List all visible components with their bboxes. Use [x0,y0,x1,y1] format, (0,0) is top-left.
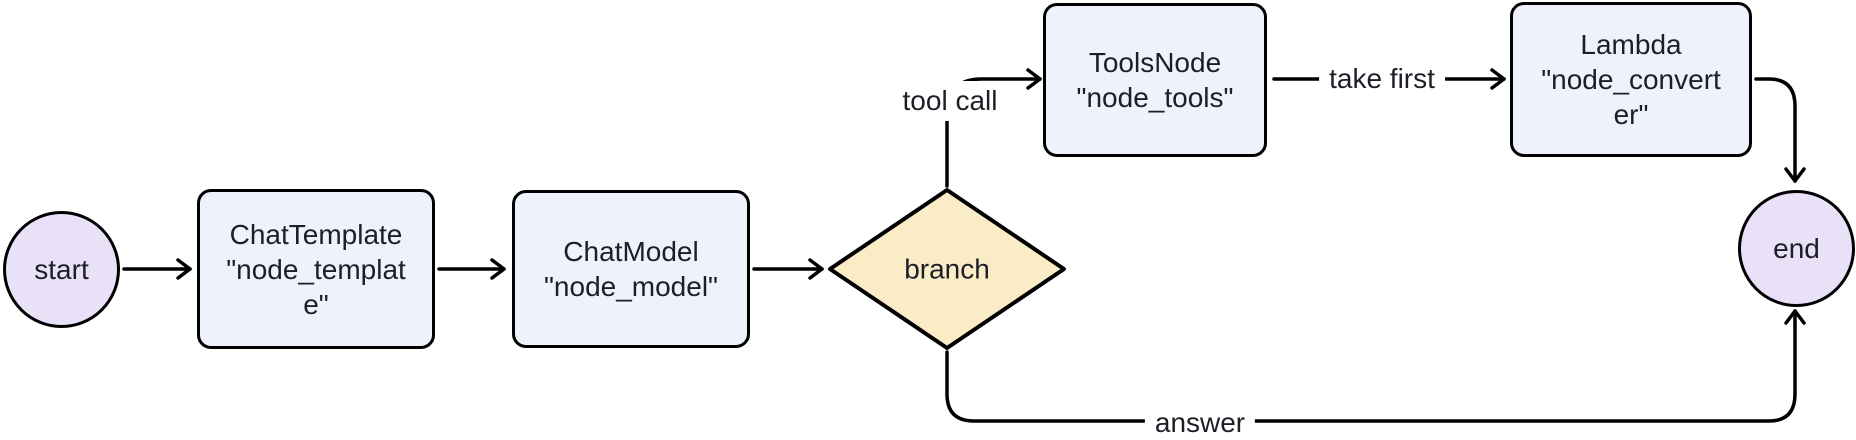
branch-decision-diamond [828,188,1066,350]
node-chat-template-label: e" [303,288,329,320]
node-branch-label: branch [904,253,990,285]
edge-converter-to-end [1754,77,1806,183]
edge-label-answer: answer [1144,403,1256,440]
node-chat-template-label: ChatTemplate [229,218,403,250]
node-converter: Lambda "node_convert er" [1510,2,1752,157]
node-end-label: end [1773,233,1820,264]
edge-label-take-first: take first [1319,59,1445,99]
node-chat-model-label: ChatModel [563,236,699,267]
node-converter-label: er" [1613,99,1649,130]
node-start: start [3,211,120,328]
node-chat-template: ChatTemplate "node_templat e" [197,189,435,349]
node-chat-model-label: "node_model" [543,271,718,302]
node-converter-label: "node_convert [1541,64,1721,95]
edge-label-tool-call: tool call [892,81,1008,121]
node-tools-label: "node_tools" [1076,82,1234,113]
node-converter-label: Lambda [1580,29,1682,60]
edge-branch-to-end [945,309,1806,423]
node-tools: ToolsNode "node_tools" [1043,3,1267,157]
node-chat-model: ChatModel "node_model" [512,190,750,348]
node-tools-label: ToolsNode [1088,47,1222,78]
node-start-label: start [34,254,89,285]
node-chat-template-label: "node_templat [226,253,406,285]
node-end: end [1738,190,1855,307]
